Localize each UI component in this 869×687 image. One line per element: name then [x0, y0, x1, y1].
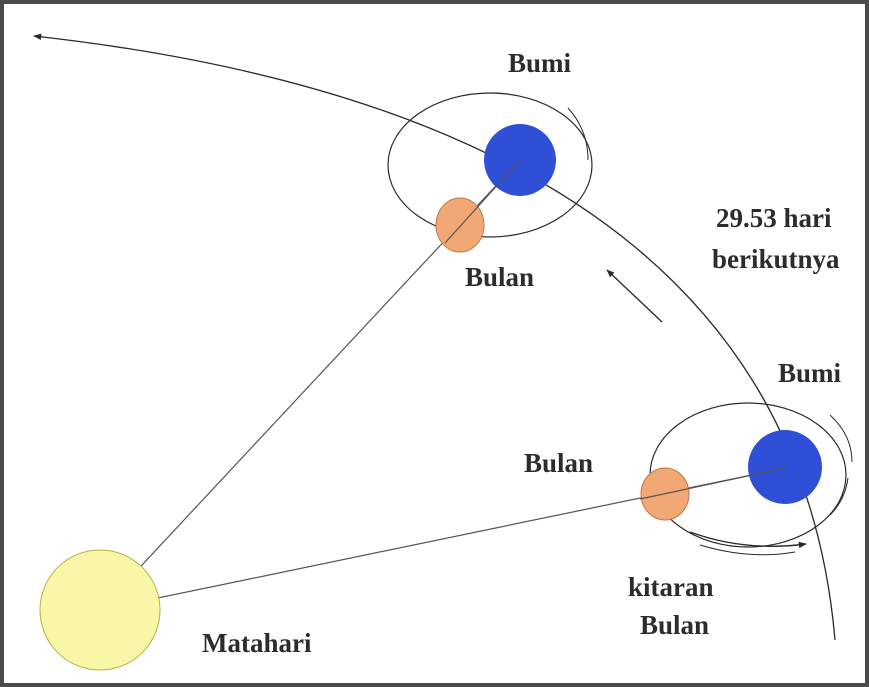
- moon-orbit-diagram: Bumi Bulan 29.53 hari berikutnya Bumi Bu…: [33, 33, 853, 671]
- label-moon-top: Bulan: [465, 262, 534, 292]
- moon-bottom-axis: [639, 467, 786, 500]
- label-orbit-line1: kitaran: [628, 572, 714, 602]
- moon-top-axis: [444, 159, 521, 244]
- moon-orbit-motion-arrow: [689, 531, 807, 549]
- label-orbit-line2: Bulan: [640, 610, 709, 640]
- moon-orbit-motion-arrow-inner: [699, 544, 796, 556]
- earth-travel-arrow: [606, 269, 663, 323]
- orbit-direction-top: [567, 107, 589, 161]
- sun: [39, 549, 161, 671]
- orbit-direction-bottom-right: [829, 414, 853, 463]
- label-sun: Matahari: [202, 628, 312, 658]
- moon-top: [435, 197, 485, 253]
- label-period-line2: berikutnya: [712, 244, 840, 274]
- orbit-direction-bottom-right2: [829, 477, 849, 516]
- label-earth-top: Bumi: [508, 48, 572, 78]
- moon-orbit-top: [387, 92, 593, 238]
- earth-bottom: [748, 430, 822, 504]
- label-moon-bottom: Bulan: [524, 448, 593, 478]
- label-period-line1: 29.53 hari: [716, 203, 832, 233]
- label-earth-bottom: Bumi: [778, 358, 842, 388]
